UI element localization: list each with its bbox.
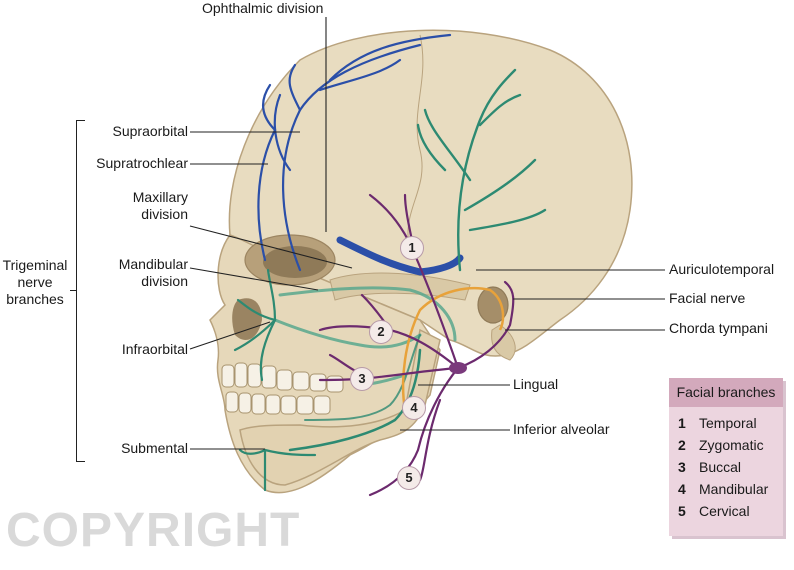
legend-item-label: Mandibular bbox=[699, 481, 769, 497]
copyright-watermark: COPYRIGHT bbox=[6, 504, 301, 557]
legend-item-number: 4 bbox=[678, 481, 686, 497]
marker-3: 3 bbox=[350, 367, 374, 391]
legend-item-number: 2 bbox=[678, 437, 686, 453]
legend-item: 2 Zygomatic bbox=[678, 437, 764, 453]
marker-4: 4 bbox=[402, 396, 426, 420]
label-trigeminal-nerve-branches: Trigeminal nerve branches bbox=[2, 257, 68, 307]
trigeminal-bracket-tick bbox=[70, 290, 77, 291]
legend-item-label: Cervical bbox=[699, 503, 750, 519]
leader-lines bbox=[189, 17, 665, 450]
label-submental: Submental bbox=[121, 440, 188, 456]
external-ear-canal bbox=[477, 286, 509, 324]
trigeminal-bracket bbox=[76, 120, 85, 462]
submental-branches bbox=[238, 448, 317, 492]
label-supratrochlear: Supratrochlear bbox=[96, 155, 188, 171]
marker-5: 5 bbox=[397, 466, 421, 490]
facial-nerve-ganglion bbox=[449, 362, 467, 374]
upper-teeth bbox=[221, 362, 344, 393]
legend-item-number: 5 bbox=[678, 503, 686, 519]
label-supraorbital: Supraorbital bbox=[112, 123, 189, 139]
lingual-nerve bbox=[304, 334, 421, 421]
legend-item-label: Zygomatic bbox=[699, 437, 764, 453]
infraorbital-branches bbox=[233, 268, 277, 382]
marker-2: 2 bbox=[369, 320, 393, 344]
ophthalmic-nerves bbox=[257, 33, 452, 272]
maxillary-trunk bbox=[336, 236, 464, 276]
lower-teeth bbox=[225, 391, 331, 415]
legend-item: 3 Buccal bbox=[678, 459, 741, 475]
nasal-aperture bbox=[232, 298, 262, 340]
label-chorda-tympani: Chorda tympani bbox=[669, 320, 768, 336]
legend-item: 5 Cervical bbox=[678, 503, 750, 519]
legend-item-number: 1 bbox=[678, 415, 686, 431]
label-lingual: Lingual bbox=[513, 376, 559, 392]
marker-1: 1 bbox=[400, 236, 424, 260]
label-facial-nerve: Facial nerve bbox=[669, 290, 746, 306]
legend-item-label: Buccal bbox=[699, 459, 742, 475]
label-ophthalmic-division: Ophthalmic division bbox=[202, 0, 324, 16]
label-inferior-alveolar: Inferior alveolar bbox=[513, 421, 610, 437]
legend-item-number: 3 bbox=[678, 459, 686, 475]
inferior-alveolar-nerve bbox=[288, 348, 422, 452]
legend-item-label: Temporal bbox=[699, 415, 757, 431]
legend-item: 4 Mandibular bbox=[678, 481, 768, 497]
label-auriculotemporal: Auriculotemporal bbox=[669, 261, 775, 277]
label-infraorbital: Infraorbital bbox=[121, 341, 188, 357]
facial-branches-legend: Facial branches 1 Temporal 2 Zygomatic 3 Bu… bbox=[669, 378, 783, 536]
chorda-tympani-nerve bbox=[401, 286, 505, 411]
skull-mandible bbox=[239, 328, 441, 486]
legend-item: 1 Temporal bbox=[678, 415, 757, 431]
auriculotemporal-branches bbox=[416, 68, 547, 272]
legend-title: Facial branches bbox=[669, 378, 783, 407]
zygomatic-arch bbox=[329, 272, 471, 301]
